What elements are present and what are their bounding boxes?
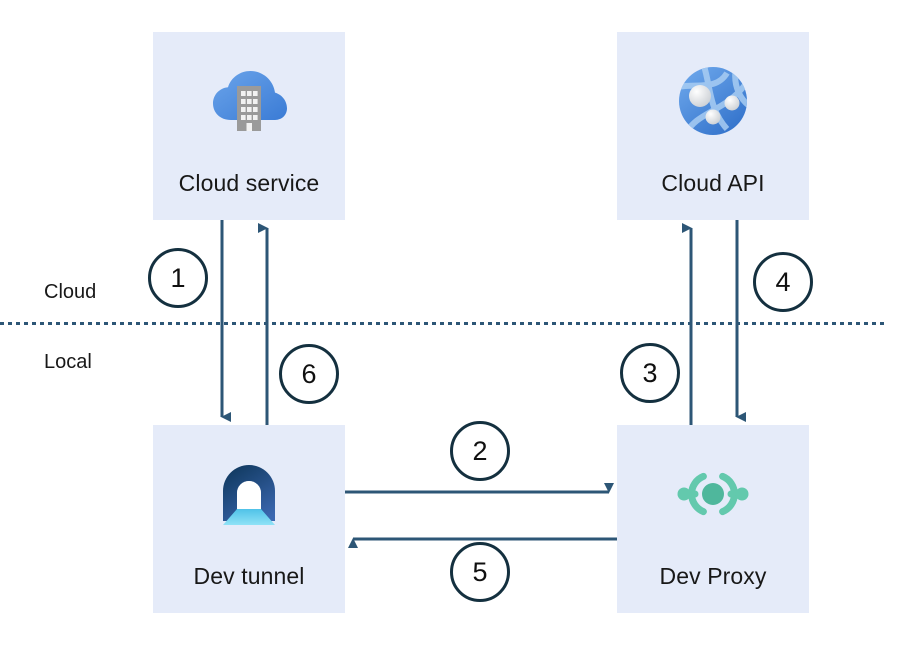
node-label-dev-tunnel: Dev tunnel (193, 563, 305, 589)
node-cloud-service[interactable]: Cloud service (153, 32, 345, 220)
node-label-cloud-api: Cloud API (661, 170, 765, 196)
step-badge-6[interactable]: 6 (279, 344, 339, 404)
step-badge-5[interactable]: 5 (450, 542, 510, 602)
node-dev-proxy[interactable]: Dev Proxy (617, 425, 809, 613)
tunnel-arch-icon (207, 455, 291, 533)
node-cloud-api[interactable]: Cloud API (617, 32, 809, 220)
node-dev-tunnel[interactable]: Dev tunnel (153, 425, 345, 613)
step-badge-2[interactable]: 2 (450, 421, 510, 481)
proxy-target-icon (671, 455, 755, 533)
boundary-label-local: Local (44, 351, 92, 373)
step-badge-3[interactable]: 3 (620, 343, 680, 403)
globe-network-icon (671, 62, 755, 140)
boundary-label-cloud: Cloud (44, 281, 97, 303)
cloud-local-divider (0, 322, 886, 325)
cloud-building-icon (207, 62, 291, 140)
node-label-cloud-service: Cloud service (178, 170, 320, 196)
step-badge-1[interactable]: 1 (148, 248, 208, 308)
step-badge-4[interactable]: 4 (753, 252, 813, 312)
node-label-dev-proxy: Dev Proxy (659, 563, 767, 589)
